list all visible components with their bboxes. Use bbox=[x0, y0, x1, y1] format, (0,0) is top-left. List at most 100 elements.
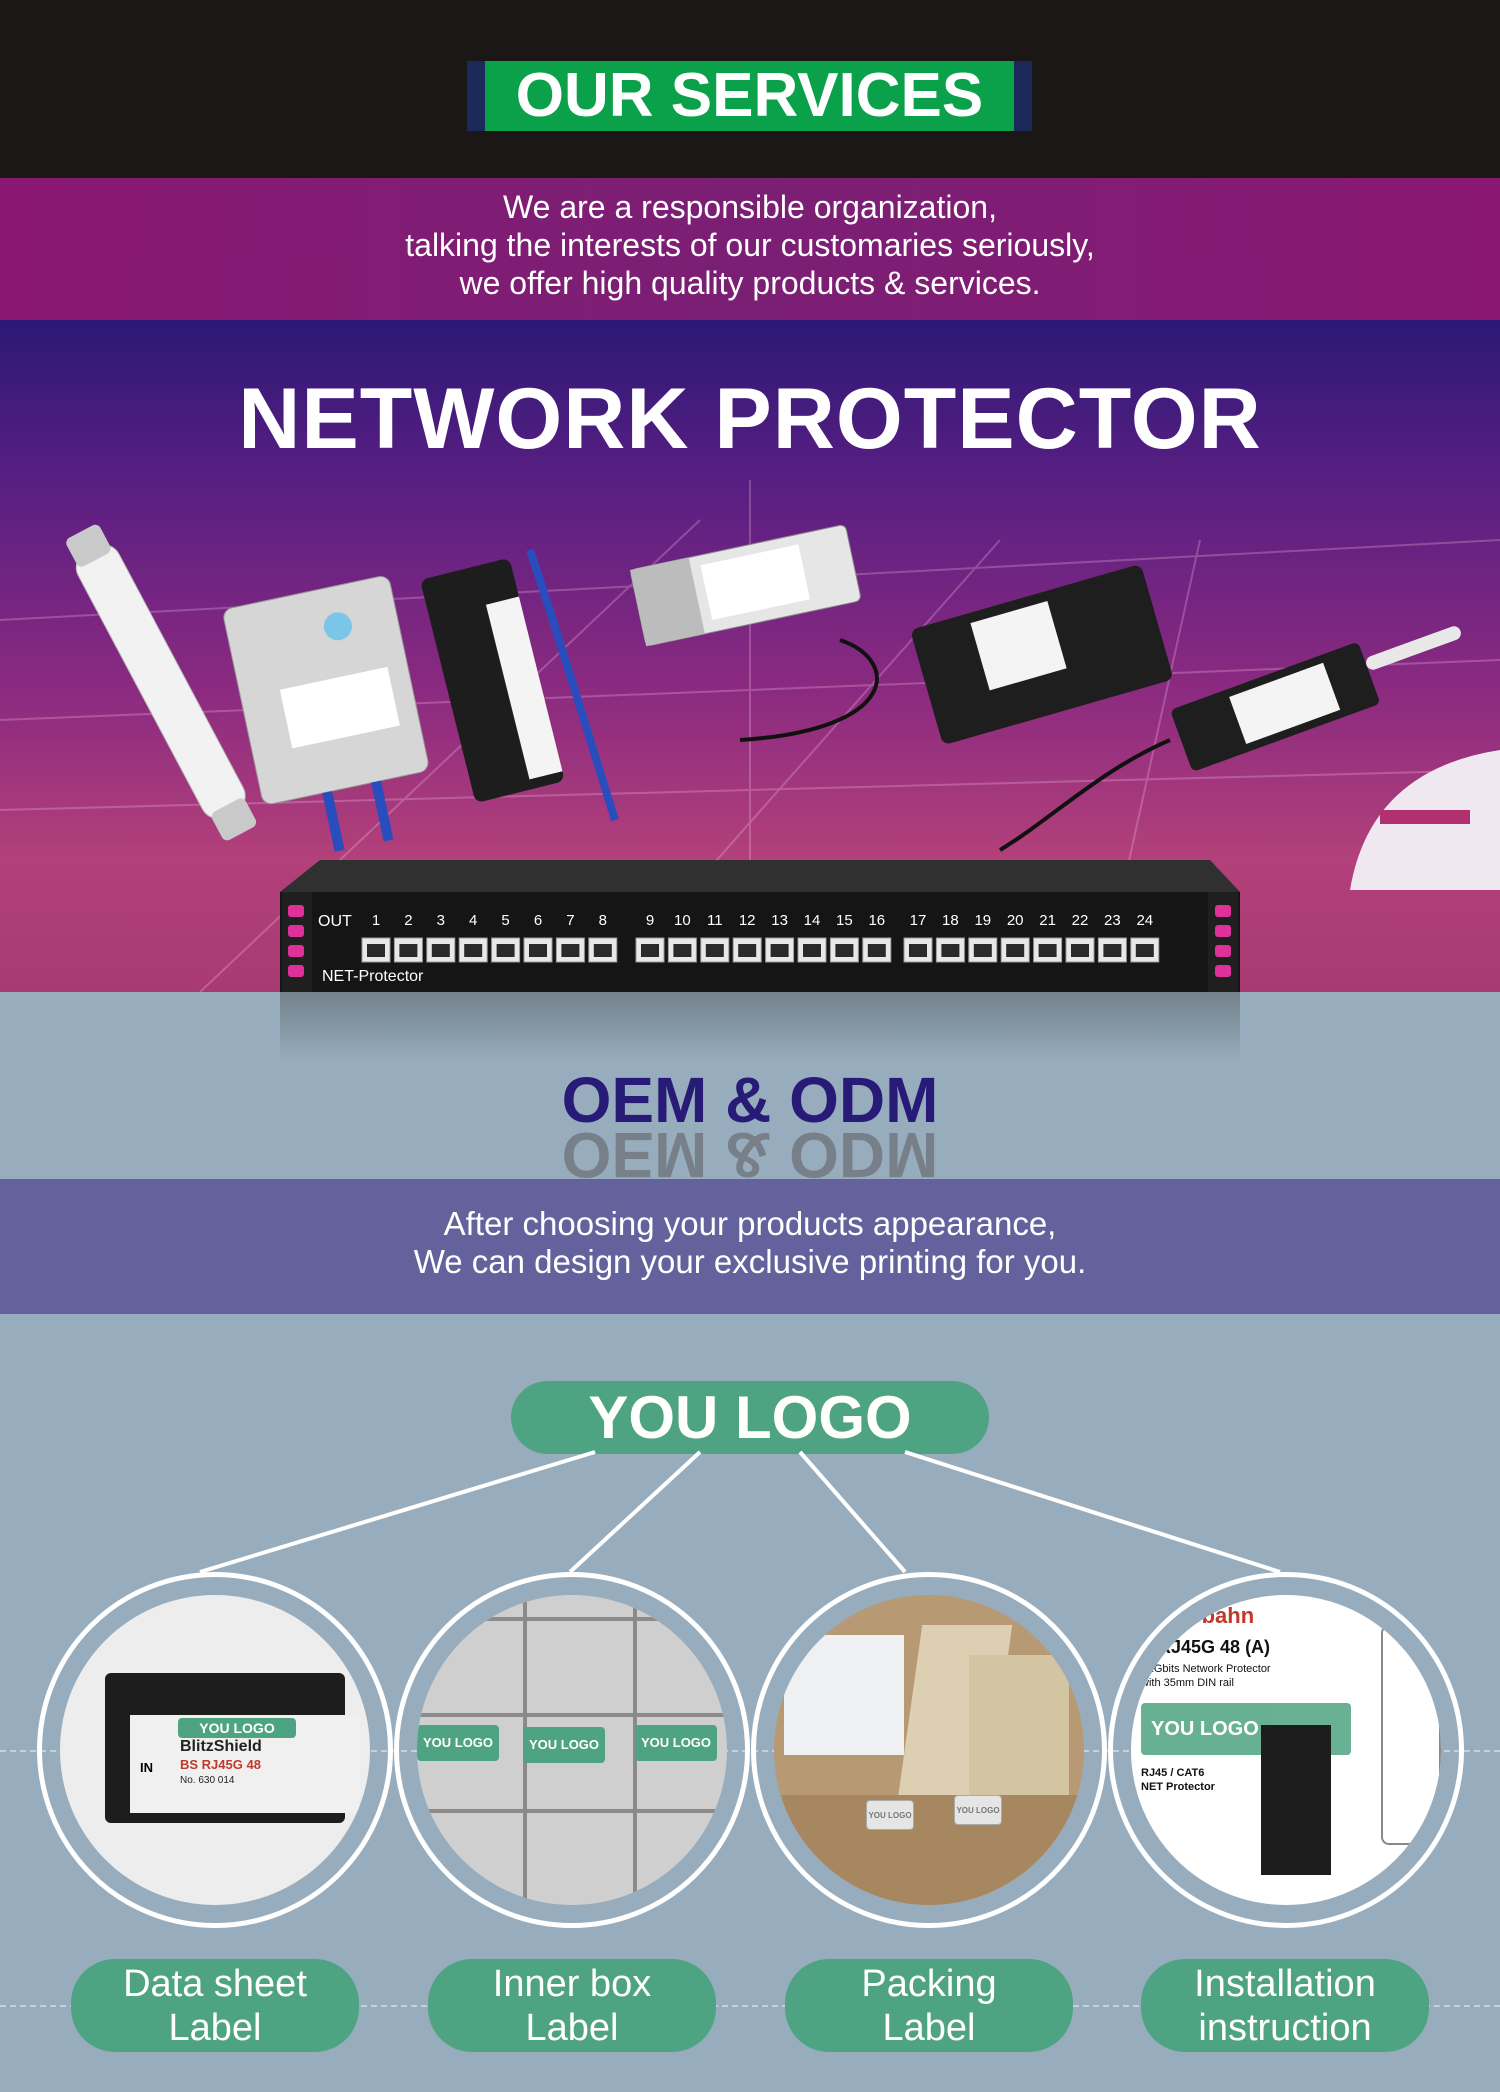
caption-line-1: Installation bbox=[1194, 1963, 1376, 2005]
instruction-desc-3: RJ45 / CAT6 bbox=[1141, 1767, 1205, 1779]
example-circle-inner-box: YOU LOGO YOU LOGO YOU LOGO bbox=[394, 1572, 750, 1928]
rj45-port-socket bbox=[941, 944, 960, 957]
oem-odm-title: OEM & ODM bbox=[561, 1064, 939, 1136]
oem-line-2: We can design your exclusive printing fo… bbox=[413, 1243, 1087, 1280]
caption-inner-box-label: Inner box Label bbox=[428, 1959, 716, 2052]
instruction-desc-1: r 1Gbits Network Protector bbox=[1141, 1663, 1271, 1675]
rj45-port bbox=[765, 937, 795, 963]
port-number: 4 bbox=[469, 912, 477, 929]
eight-port-protector-image bbox=[911, 565, 1172, 744]
device-model-text: BS RJ45G 48 bbox=[180, 1757, 261, 1772]
port-number: 11 bbox=[707, 912, 723, 929]
rj45-port bbox=[1033, 937, 1063, 963]
rj45-port bbox=[1130, 937, 1160, 963]
rj45-port-socket bbox=[909, 944, 927, 957]
caption-line-1: Inner box bbox=[492, 1963, 652, 2005]
rj45-port-socket bbox=[673, 944, 692, 957]
port-number: 20 bbox=[1007, 912, 1024, 929]
caption-line-1: Data sheet bbox=[123, 1963, 307, 2005]
panel-out-label: OUT bbox=[318, 913, 352, 930]
tube-protector-image bbox=[66, 524, 257, 841]
blue-cable-image bbox=[526, 548, 619, 822]
port-number: 2 bbox=[404, 912, 412, 929]
rj45-port-socket bbox=[593, 944, 612, 957]
rj45-port-socket bbox=[835, 944, 854, 957]
rj45-port-socket bbox=[1038, 944, 1057, 957]
guide-line-top bbox=[0, 1750, 1500, 1752]
example-circle-installation: elebahn S RJ45G 48 (A) r 1Gbits Network … bbox=[1108, 1572, 1464, 1928]
port-number: 19 bbox=[974, 912, 991, 929]
port-number: 24 bbox=[1136, 912, 1153, 929]
coax-protector-image bbox=[1171, 626, 1461, 771]
product-title: NETWORK PROTECTOR bbox=[238, 371, 1262, 467]
packing-logo-1: YOU LOGO bbox=[866, 1800, 914, 1830]
rj45-port bbox=[523, 937, 553, 963]
device-number-text: No. 630 014 bbox=[180, 1775, 235, 1786]
instruction-desc-2: with 35mm DIN rail bbox=[1141, 1677, 1234, 1689]
port-number: 12 bbox=[739, 912, 756, 929]
caption-line-2: Label bbox=[882, 2007, 976, 2049]
caption-line-1: Packing bbox=[861, 1963, 997, 2005]
port-number: 13 bbox=[771, 912, 788, 929]
port-number: 6 bbox=[534, 912, 542, 929]
rj45-port-socket bbox=[738, 944, 757, 957]
guide-line-bottom bbox=[0, 2005, 1500, 2007]
rj45-port-socket bbox=[867, 944, 886, 957]
rj45-port bbox=[426, 937, 456, 963]
rj45-port-socket bbox=[1006, 944, 1025, 957]
rj45-port-socket bbox=[803, 944, 821, 957]
packing-logo-2: YOU LOGO bbox=[954, 1795, 1002, 1825]
port-number: 21 bbox=[1039, 912, 1056, 929]
silver-protector-image bbox=[630, 524, 861, 647]
caption-line-2: Label bbox=[168, 2007, 262, 2049]
inner-box-logo-1: YOU LOGO bbox=[417, 1725, 499, 1761]
rj45-port-socket bbox=[496, 944, 515, 957]
caption-installation-instruction: Installation instruction bbox=[1141, 1959, 1429, 2052]
intro-line-1: We are a responsible organization, bbox=[503, 189, 997, 225]
port-number: 17 bbox=[910, 912, 927, 929]
you-logo-badge: YOU LOGO bbox=[511, 1381, 989, 1454]
train-image bbox=[1350, 750, 1500, 890]
rj45-port-socket bbox=[431, 944, 450, 957]
port-number: 8 bbox=[599, 912, 607, 929]
port-number: 14 bbox=[804, 912, 821, 929]
port-number: 22 bbox=[1072, 912, 1089, 929]
in-label: IN bbox=[140, 1760, 153, 1775]
port-number: 18 bbox=[942, 912, 959, 929]
rj45-port-socket bbox=[770, 944, 789, 957]
inner-box-logo-2: YOU LOGO bbox=[523, 1727, 605, 1763]
port-number: 1 bbox=[372, 912, 380, 929]
intro-line-2: talking the interests of our customaries… bbox=[405, 227, 1095, 263]
port-number: 7 bbox=[566, 912, 574, 929]
port-number: 9 bbox=[646, 912, 654, 929]
rj45-port-socket bbox=[1135, 944, 1154, 957]
rj45-port-socket bbox=[561, 944, 580, 957]
box-protector-image bbox=[223, 576, 429, 852]
port-number: 15 bbox=[836, 912, 853, 929]
panel-brand-label: NET-Protector bbox=[322, 968, 424, 985]
slim-protector-image bbox=[421, 559, 564, 802]
datasheet-logo-label: YOU LOGO bbox=[178, 1718, 296, 1738]
rj45-port-socket bbox=[1071, 944, 1089, 957]
port-number: 23 bbox=[1104, 912, 1121, 929]
oem-line-1: After choosing your products appearance, bbox=[443, 1205, 1057, 1242]
services-title: OUR SERVICES bbox=[467, 61, 1032, 131]
caption-datasheet-label: Data sheet Label bbox=[71, 1959, 359, 2052]
example-circle-packing: YOU LOGO YOU LOGO bbox=[751, 1572, 1107, 1928]
rj45-port-socket bbox=[367, 944, 385, 957]
panel-reflection bbox=[280, 992, 1240, 1062]
intro-line-3: we offer high quality products & service… bbox=[459, 265, 1041, 301]
customization-band: After choosing your products appearance,… bbox=[0, 1179, 1500, 1314]
rj45-port bbox=[1065, 937, 1095, 963]
rj45-port-socket bbox=[973, 944, 992, 957]
port-number: 10 bbox=[674, 912, 691, 929]
port-number: 16 bbox=[868, 912, 885, 929]
port-number: 3 bbox=[437, 912, 445, 929]
rj45-port-socket bbox=[641, 944, 659, 957]
caption-packing-label: Packing Label bbox=[785, 1959, 1073, 2052]
inner-box-logo-3: YOU LOGO bbox=[635, 1725, 717, 1761]
caption-line-2: Label bbox=[525, 2007, 619, 2049]
